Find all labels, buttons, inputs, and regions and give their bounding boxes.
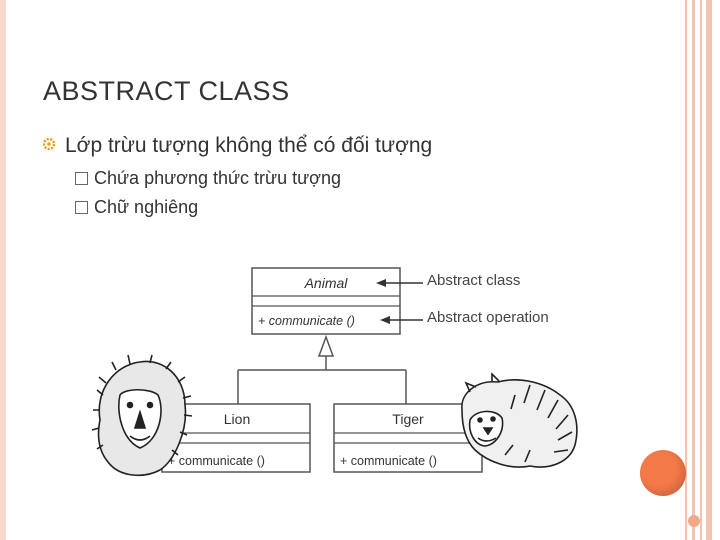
- lion-class-name: Lion: [224, 411, 250, 427]
- gear-bullet-icon: [42, 137, 56, 155]
- tiger-operation-text: + communicate (): [340, 454, 437, 468]
- abstract-class-label: Abstract class: [427, 272, 520, 289]
- decorative-dot: [688, 515, 700, 527]
- label-arrow: [380, 316, 423, 324]
- abstract-operation-label: Abstract operation: [427, 309, 549, 326]
- label-arrow: [376, 279, 423, 287]
- tiger-class-name: Tiger: [392, 411, 424, 427]
- slide-title: ABSTRACT CLASS: [43, 76, 290, 106]
- lion-class-box: Lion + communicate (): [161, 403, 311, 473]
- frame-line: [706, 0, 712, 540]
- abstract-operation-text: + communicate (): [258, 314, 355, 328]
- checkbox-bullet-icon: [75, 172, 88, 185]
- abstract-class-box: Animal + communicate (): [251, 267, 401, 335]
- inheritance-connector: [237, 334, 407, 404]
- frame-line: [0, 0, 6, 540]
- main-bullet-text: Lớp trừu tượng không thể có đối tượng: [65, 134, 433, 157]
- frame-line: [685, 0, 687, 540]
- lion-operation-text: + communicate (): [168, 454, 265, 468]
- frame-line: [692, 0, 695, 540]
- sub-bullet-text: Chứa phương thức trừu tượng: [94, 168, 341, 188]
- frame-line: [700, 0, 702, 540]
- tiger-class-box: Tiger + communicate (): [333, 403, 483, 473]
- decorative-circle: [640, 450, 686, 496]
- sub-bullet: Chứa phương thức trừu tượng: [75, 168, 341, 189]
- main-bullet: Lớp trừu tượng không thể có đối tượng: [42, 134, 433, 158]
- sub-bullet-text: Chữ nghiêng: [94, 197, 199, 217]
- sub-bullet: Chữ nghiêng: [75, 197, 198, 218]
- checkbox-bullet-icon: [75, 201, 88, 214]
- lion-icon: [91, 354, 193, 477]
- abstract-class-name: Animal: [304, 275, 349, 291]
- tiger-icon: [461, 372, 578, 468]
